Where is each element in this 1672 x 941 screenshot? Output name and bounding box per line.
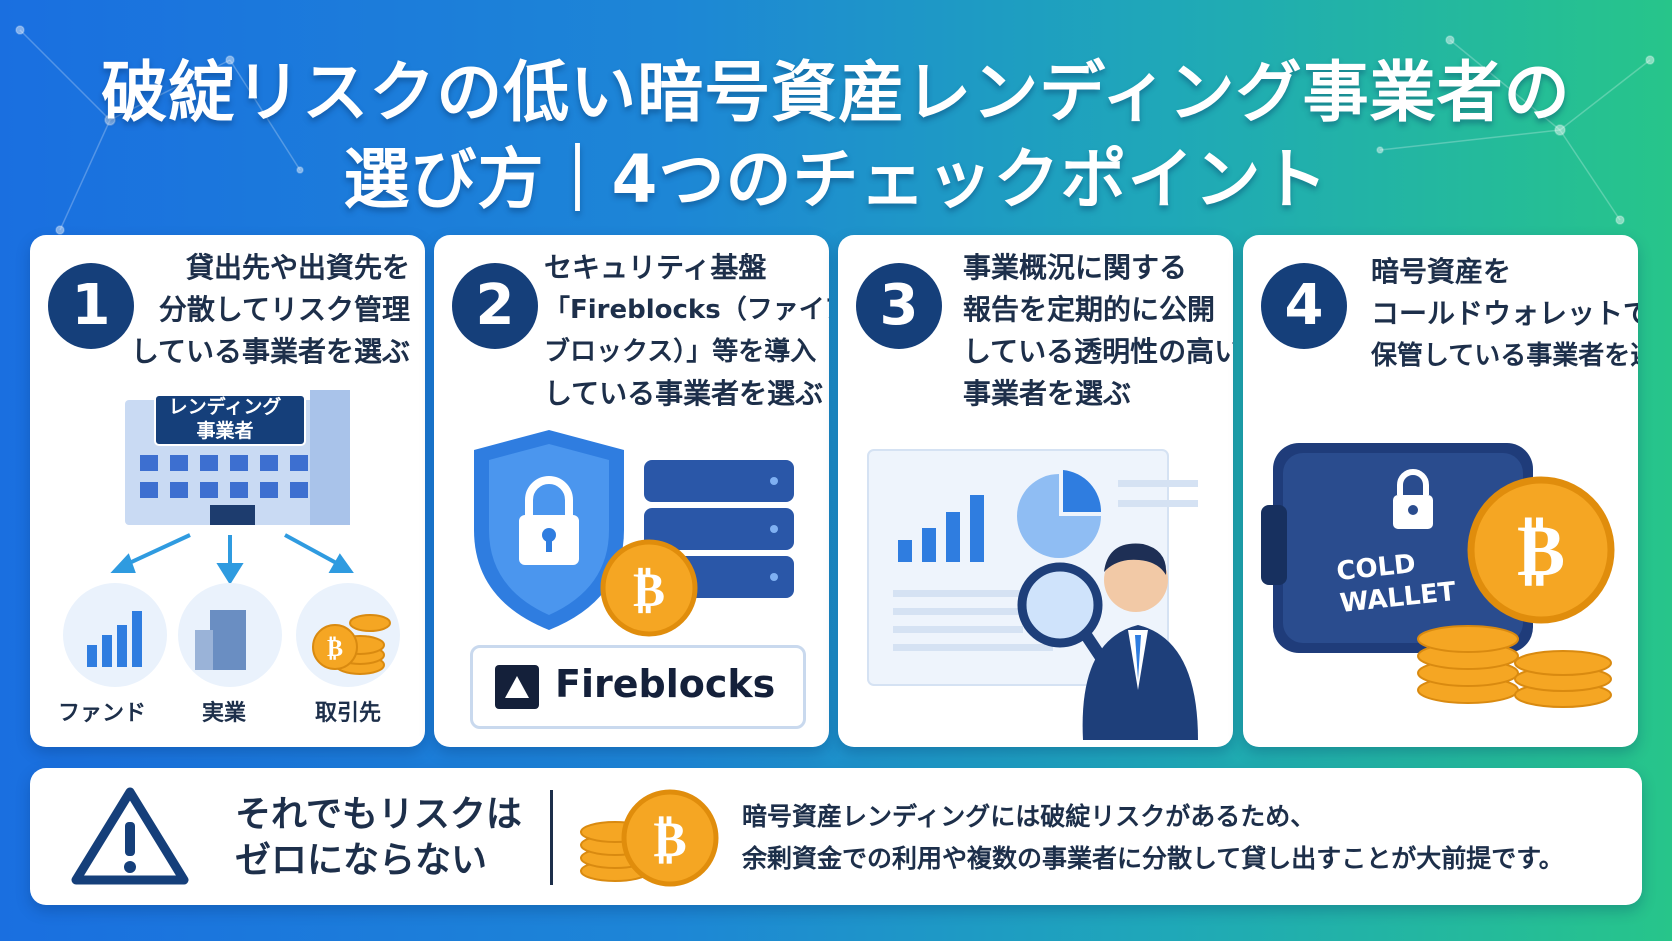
cold-wallet-label: COLD WALLET xyxy=(1335,544,1457,620)
lending-building-illustration: ₿ xyxy=(63,390,400,687)
checkpoint-text: 事業概況に関する 報告を定期的に公開 している透明性の高い 事業者を選ぶ xyxy=(963,247,1233,415)
destination-label-business: 実業 xyxy=(202,701,247,726)
checkpoint-text-line: 暗号資産を xyxy=(1371,255,1512,288)
checkpoint-text: 貸出先や出資先を 分散してリスク管理 している事業者を選ぶ xyxy=(120,247,410,373)
vertical-divider xyxy=(550,790,553,885)
checkpoint-text-line: 報告を定期的に公開 xyxy=(963,293,1216,326)
risk-warning-panel: それでもリスクは ゼロにならない ₿ 暗号資産レンディングには破綻リスクがあるた… xyxy=(30,768,1642,905)
checkpoint-number-badge: 1 xyxy=(48,263,134,349)
page-title: 破綻リスクの低い暗号資産レンディング事業者の 選び方｜4つのチェックポイント xyxy=(0,52,1672,226)
lending-sign-line: 事業者 xyxy=(196,420,254,442)
checkpoint-text-line: している透明性の高い xyxy=(963,335,1233,368)
fireblocks-logo-icon xyxy=(495,665,539,709)
checkpoint-text: セキュリティ基盤 「Fireblocks（ファイア ブロックス）」等を導入 して… xyxy=(544,247,829,415)
destination-label-fund: ファンド xyxy=(58,701,147,726)
risk-warning-body-line: 暗号資産レンディングには破綻リスクがあるため、 xyxy=(742,802,1316,831)
checkpoint-card-4: 4 暗号資産を コールドウォレットで 保管している事業者を選ぶ ₿ COLD W… xyxy=(1243,235,1638,747)
risk-warning-body: 暗号資産レンディングには破綻リスクがあるため、 余剰資金での利用や複数の事業者に… xyxy=(742,796,1564,880)
checkpoint-text-line: 事業概況に関する xyxy=(963,251,1188,284)
checkpoint-number-badge: 2 xyxy=(452,263,538,349)
fireblocks-logo-text: Fireblocks xyxy=(555,662,776,706)
lending-sign-line: レンディング xyxy=(168,396,282,418)
security-shield-server-illustration: ₿ xyxy=(474,430,794,637)
checkpoint-card-3: 3 事業概況に関する 報告を定期的に公開 している透明性の高い 事業者を選ぶ xyxy=(838,235,1233,747)
checkpoint-text-line: 保管している事業者を選ぶ xyxy=(1371,341,1638,371)
svg-text:₿: ₿ xyxy=(633,562,665,618)
checkpoint-text-line: している事業者を選ぶ xyxy=(130,335,410,368)
checkpoint-text-line: セキュリティ基盤 xyxy=(544,251,767,284)
title-line-2: 選び方｜4つのチェックポイント xyxy=(343,141,1329,218)
report-analysis-illustration xyxy=(867,449,1198,740)
svg-text:₿: ₿ xyxy=(653,810,686,868)
checkpoint-text-line: コールドウォレットで xyxy=(1371,297,1638,330)
risk-warning-headline: それでもリスクは ゼロにならない xyxy=(235,792,522,884)
checkpoint-text-line: 貸出先や出資先を xyxy=(185,251,410,284)
title-line-1: 破綻リスクの低い暗号資産レンディング事業者の xyxy=(101,54,1571,131)
cold-wallet-illustration: ₿ xyxy=(1261,443,1615,708)
checkpoint-number-badge: 3 xyxy=(856,263,942,349)
checkpoint-text-line: 「Fireblocks（ファイア xyxy=(544,295,829,325)
risk-warning-headline-line: ゼロにならない xyxy=(235,840,488,881)
bitcoin-coins-icon: ₿ xyxy=(580,789,719,887)
checkpoint-number-badge: 4 xyxy=(1261,263,1347,349)
destination-label-partner: 取引先 xyxy=(315,701,382,726)
risk-warning-body-line: 余剰資金での利用や複数の事業者に分散して貸し出すことが大前提です。 xyxy=(742,844,1564,873)
svg-text:₿: ₿ xyxy=(1517,508,1565,592)
svg-text:₿: ₿ xyxy=(327,634,343,662)
checkpoint-card-1: 1 貸出先や出資先を 分散してリスク管理 している事業者を選ぶ xyxy=(30,235,425,747)
checkpoint-text: 暗号資産を コールドウォレットで 保管している事業者を選ぶ xyxy=(1371,251,1638,377)
checkpoint-text-line: している事業者を選ぶ xyxy=(544,377,824,410)
risk-warning-headline-line: それでもリスクは xyxy=(235,794,522,835)
fireblocks-logo-box: Fireblocks xyxy=(470,645,806,729)
lending-sign-text: レンディング 事業者 xyxy=(160,395,290,443)
checkpoint-card-2: 2 セキュリティ基盤 「Fireblocks（ファイア ブロックス）」等を導入 … xyxy=(434,235,829,747)
checkpoint-text-line: 分散してリスク管理 xyxy=(158,293,410,326)
checkpoint-text-line: 事業者を選ぶ xyxy=(963,377,1132,410)
warning-icon xyxy=(71,787,189,885)
checkpoint-text-line: ブロックス）」等を導入 xyxy=(544,337,817,367)
